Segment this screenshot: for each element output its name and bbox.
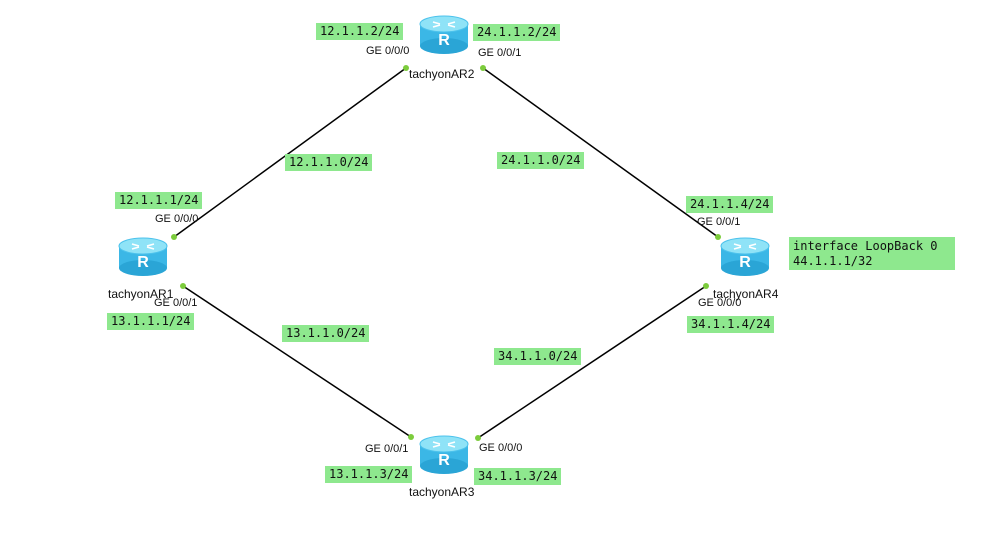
network-label-24: 24.1.1.0/24 bbox=[497, 152, 585, 169]
port-dot-ar1-ge001[interactable] bbox=[180, 283, 186, 289]
network-label-13: 13.1.1.0/24 bbox=[282, 325, 370, 342]
port-label-ar3-right: GE 0/0/0 bbox=[479, 442, 523, 454]
port-label-ar2-left: GE 0/0/0 bbox=[366, 45, 410, 57]
address-ar3-ge000: 34.1.1.3/24 bbox=[474, 468, 562, 485]
router-icon: R bbox=[419, 15, 469, 54]
link-ar3-ar4[interactable] bbox=[477, 285, 707, 439]
address-ar4-ge000: 34.1.1.4/24 bbox=[687, 316, 775, 333]
address-ar1-ge001: 13.1.1.1/24 bbox=[107, 313, 195, 330]
loopback-address-line: 44.1.1.1/32 bbox=[793, 254, 873, 268]
router-name-ar1: tachyonAR1 bbox=[108, 287, 174, 301]
svg-text:R: R bbox=[438, 452, 450, 469]
router-icon-ar1[interactable]: R bbox=[116, 236, 170, 278]
router-icon-ar2[interactable]: R bbox=[417, 14, 471, 56]
router-icon: R bbox=[419, 435, 469, 474]
network-label-12: 12.1.1.0/24 bbox=[285, 154, 373, 171]
port-label-ar4-top: GE 0/0/1 bbox=[697, 216, 741, 228]
port-label-ar1-top: GE 0/0/0 bbox=[155, 213, 199, 225]
port-label-ar4-bottom: GE 0/0/0 bbox=[698, 297, 742, 309]
address-ar2-ge001: 24.1.1.2/24 bbox=[473, 24, 561, 41]
port-label-ar1-bottom: GE 0/0/1 bbox=[154, 297, 198, 309]
loopback-annotation: interface LoopBack 0 44.1.1.1/32 bbox=[789, 237, 955, 270]
svg-text:R: R bbox=[739, 254, 751, 271]
port-dot-ar3-ge001[interactable] bbox=[408, 434, 414, 440]
link-ar1-ar3[interactable] bbox=[182, 285, 412, 438]
svg-text:R: R bbox=[137, 254, 149, 271]
port-dot-ar1-ge000[interactable] bbox=[171, 234, 177, 240]
network-label-34: 34.1.1.0/24 bbox=[494, 348, 582, 365]
port-dot-ar4-ge000[interactable] bbox=[703, 283, 709, 289]
port-dot-ar4-ge001[interactable] bbox=[715, 234, 721, 240]
router-icon-ar3[interactable]: R bbox=[417, 434, 471, 476]
port-dot-ar3-ge000[interactable] bbox=[475, 435, 481, 441]
router-name-ar3: tachyonAR3 bbox=[409, 485, 475, 499]
router-icon: R bbox=[118, 237, 168, 276]
router-name-ar2: tachyonAR2 bbox=[409, 67, 475, 81]
router-icon: R bbox=[720, 237, 770, 276]
port-label-ar3-left: GE 0/0/1 bbox=[365, 443, 409, 455]
port-dot-ar2-ge000[interactable] bbox=[403, 65, 409, 71]
link-ar2-ar4[interactable] bbox=[482, 67, 719, 238]
address-ar1-ge000: 12.1.1.1/24 bbox=[115, 192, 203, 209]
address-ar2-ge000: 12.1.1.2/24 bbox=[316, 23, 404, 40]
address-ar4-ge001: 24.1.1.4/24 bbox=[686, 196, 774, 213]
port-dot-ar2-ge001[interactable] bbox=[480, 65, 486, 71]
port-label-ar2-right: GE 0/0/1 bbox=[478, 47, 522, 59]
router-name-ar4: tachyonAR4 bbox=[713, 287, 779, 301]
router-icon-ar4[interactable]: R bbox=[718, 236, 772, 278]
address-ar3-ge001: 13.1.1.3/24 bbox=[325, 466, 413, 483]
loopback-interface-line: interface LoopBack 0 bbox=[793, 239, 938, 253]
svg-text:R: R bbox=[438, 32, 450, 49]
link-ar1-ar2[interactable] bbox=[173, 67, 407, 238]
